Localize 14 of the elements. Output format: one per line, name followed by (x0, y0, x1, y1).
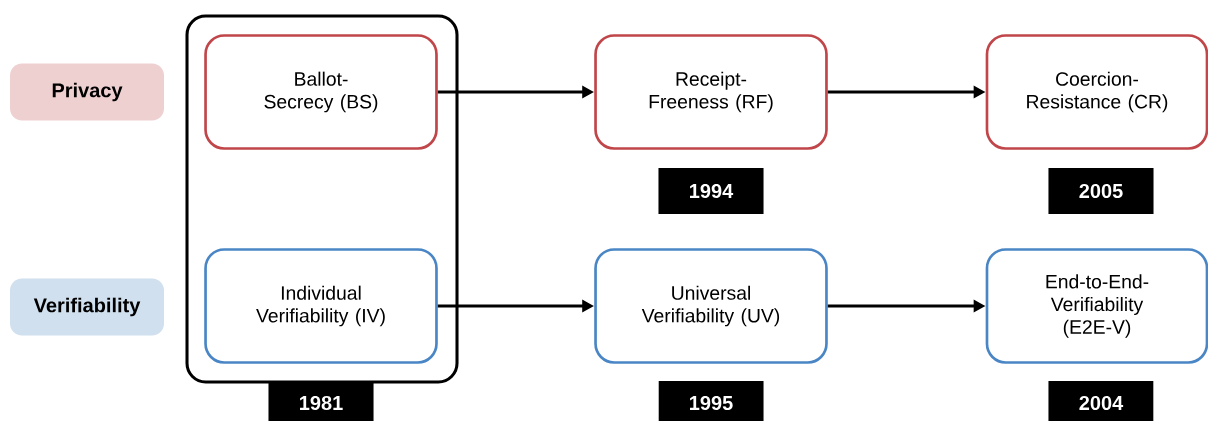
property-box: Individual Verifiability (IV) (204, 248, 438, 364)
property-box: Receipt-Freeness (RF) (594, 34, 828, 150)
property-box: Universal Verifiability (UV) (594, 248, 828, 364)
property-box: End-to-End-Verifiability (E2E-V) (985, 248, 1208, 364)
group-frame (185, 14, 459, 384)
property-box: Coercion-Resistance (CR) (985, 34, 1208, 150)
year-label: 2005 (1048, 168, 1154, 214)
category-label: Verifiability (10, 278, 164, 336)
category-label: Privacy (10, 63, 164, 121)
year-label: 1995 (658, 381, 764, 421)
property-box: Ballot-Secrecy (BS) (204, 34, 438, 150)
year-label: 1994 (658, 168, 764, 214)
year-label: 1981 (268, 381, 374, 421)
year-label: 2004 (1048, 381, 1154, 421)
